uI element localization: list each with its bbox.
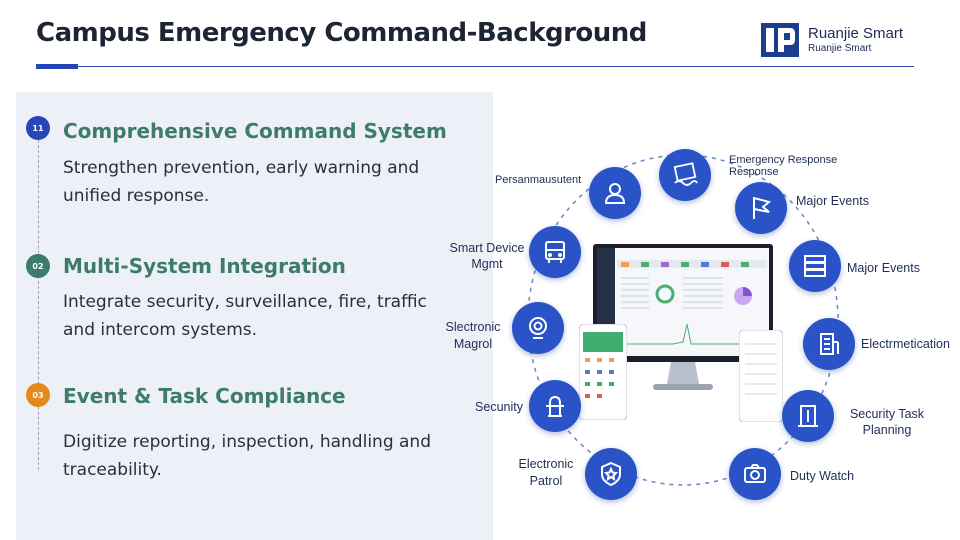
node-security[interactable]	[529, 380, 581, 432]
label-electronic-magrol-1: Slectronic	[445, 320, 501, 334]
node-duty-watch[interactable]	[729, 448, 781, 500]
server-icon	[804, 255, 826, 277]
door-icon	[798, 405, 818, 427]
brand-name: Ruanjie Smart	[808, 25, 904, 43]
emergency-icon	[673, 162, 698, 186]
node-emergency-response[interactable]	[659, 149, 711, 201]
label-security-task-planning-2: Planning	[862, 423, 912, 437]
label-smart-device-mgmt-1: Smart Device	[449, 241, 525, 255]
section-2-badge: 02	[26, 254, 50, 278]
section-1-description: Strengthen prevention, early warning and…	[63, 158, 420, 206]
section-1-badge: 11	[26, 116, 50, 140]
node-security-task-planning[interactable]	[782, 390, 834, 442]
section-3-badge: 03	[26, 383, 50, 407]
mobile-app-left	[579, 324, 627, 420]
mobile-app-right	[739, 330, 783, 422]
flag-icon	[753, 196, 772, 219]
label-emergency-response-2: Response	[729, 166, 779, 178]
brand-logo-icon	[761, 23, 799, 57]
label-electrification: Electrmetication	[861, 337, 950, 351]
timeline-line	[38, 140, 39, 470]
label-electronic-magrol-2: Magrol	[453, 337, 493, 351]
page-title: Campus Emergency Command-Background	[36, 18, 647, 48]
user-icon	[604, 183, 626, 204]
label-duty-watch: Duty Watch	[790, 469, 855, 483]
webcam-icon	[529, 317, 547, 339]
camera-icon	[744, 464, 766, 483]
node-electronic-magrol[interactable]	[512, 302, 564, 354]
label-security-task-planning-1: Security Task	[849, 407, 925, 421]
section-3-title: Event & Task Compliance	[63, 384, 346, 408]
node-electronic-patrol[interactable]	[585, 448, 637, 500]
section-2-description: Integrate security, surveillance, fire, …	[63, 292, 427, 340]
brand-logo-block: Ruanjie Smart Ruanjie Smart	[760, 22, 903, 58]
title-accent-bar	[36, 64, 78, 69]
hydrant-icon	[546, 395, 564, 417]
title-divider	[36, 66, 914, 67]
node-major-events-1[interactable]	[735, 182, 787, 234]
building-icon	[820, 333, 839, 355]
bus-icon	[545, 241, 565, 263]
node-electrification[interactable]	[803, 318, 855, 370]
node-major-events-2[interactable]	[789, 240, 841, 292]
features-panel	[16, 92, 493, 540]
label-emergency-response-1: Emergency Response	[729, 154, 838, 166]
node-smart-device-mgmt[interactable]	[529, 226, 581, 278]
section-1-title: Comprehensive Command System	[63, 119, 447, 143]
node-personnel[interactable]	[589, 167, 641, 219]
label-security: Secunity	[475, 400, 523, 414]
brand-subtitle: Ruanjie Smart	[808, 42, 872, 54]
label-electronic-patrol-2: Patrol	[529, 474, 563, 488]
system-diagram: Persanmausutent Emergency Response Respo…	[446, 92, 960, 540]
label-personnel: Persanmausutent	[495, 174, 582, 186]
label-electronic-patrol-1: Electronic	[518, 457, 574, 471]
section-3-description: Digitize reporting, inspection, handling…	[63, 432, 431, 480]
label-major-events-1: Major Events	[796, 194, 869, 208]
label-major-events-2: Major Events	[847, 261, 920, 275]
shield-icon	[601, 461, 621, 487]
section-2-title: Multi-System Integration	[63, 254, 346, 278]
label-smart-device-mgmt-2: Mgmt	[471, 257, 503, 271]
